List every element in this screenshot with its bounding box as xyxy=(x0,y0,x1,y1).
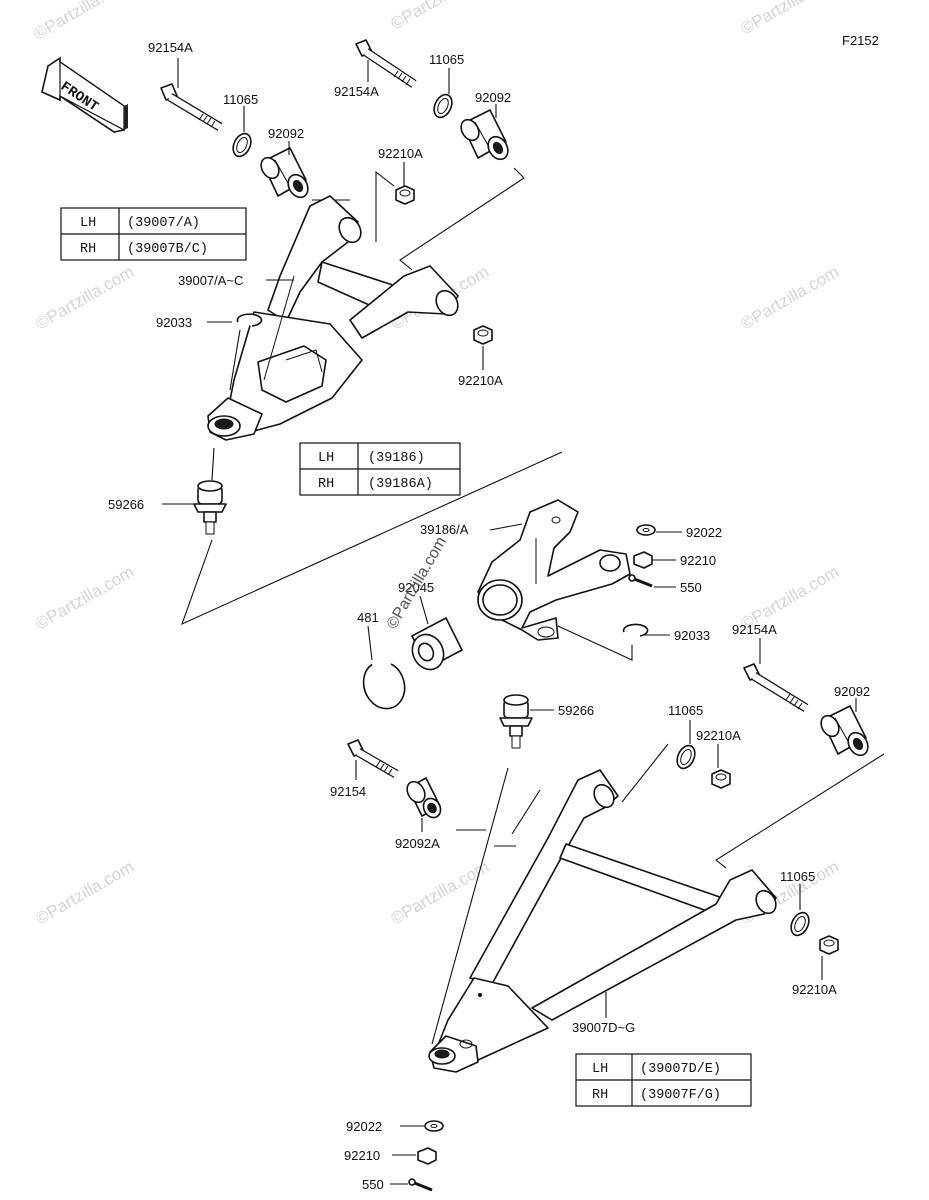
watermark: ©Partzilla.com xyxy=(33,857,138,928)
washer-icon xyxy=(424,1120,444,1132)
table-part: (39007D/E) xyxy=(640,1062,721,1077)
knuckle-table: LH (39186) RH (39186A) xyxy=(299,442,461,496)
callout-39007-upper: 39007/A~C xyxy=(178,273,243,288)
castle-nut-icon xyxy=(417,1147,437,1165)
watermark: ©Partzilla.com xyxy=(33,262,138,333)
cotter-pin-icon xyxy=(408,1178,433,1192)
bushing-icon xyxy=(820,705,869,757)
upper-arm-table: LH (39007/A) RH (39007B/C) xyxy=(60,207,247,261)
table-part: (39007F/G) xyxy=(640,1088,721,1103)
table-part: (39007B/C) xyxy=(127,242,208,257)
callout-92022-bottom: 92022 xyxy=(346,1119,382,1134)
table-part: (39186) xyxy=(368,451,425,466)
washer-icon xyxy=(636,524,656,536)
steering-knuckle xyxy=(477,499,631,641)
watermark: ©Partzilla.com xyxy=(31,0,136,43)
callout-39186-knuckle: 39186/A xyxy=(420,522,469,537)
callout-92154a-upper-right: 92154A xyxy=(334,84,379,99)
callout-92092a-lower-left: 92092A xyxy=(395,836,440,851)
callout-550-knuckle: 550 xyxy=(680,580,702,595)
bushing-icon xyxy=(460,109,509,161)
callout-92210a-upper-mid: 92210A xyxy=(458,373,503,388)
upper-a-arm xyxy=(207,195,459,441)
callout-92033-knuckle: 92033 xyxy=(674,628,710,643)
bolt-icon xyxy=(743,663,809,712)
callout-481-snapring: 481 xyxy=(357,610,379,625)
washer-icon xyxy=(433,93,453,119)
table-part: (39007/A) xyxy=(127,216,200,231)
figure-code: F2152 xyxy=(842,33,879,48)
table-side-rh: RH xyxy=(80,242,96,257)
ball-joint-icon xyxy=(193,480,227,535)
bolt-icon xyxy=(355,39,417,88)
callout-11065-lower-right: 11065 xyxy=(780,869,815,884)
callout-11065-upper-left: 11065 xyxy=(223,92,258,107)
nut-icon xyxy=(711,769,731,789)
nut-icon xyxy=(473,325,493,345)
bolt-icon xyxy=(347,739,399,778)
table-side-lh: LH xyxy=(318,451,334,466)
callout-550-bottom: 550 xyxy=(362,1177,384,1192)
watermark: ©Partzilla.com xyxy=(738,262,843,333)
callout-92210a-lower-top: 92210A xyxy=(696,728,741,743)
callout-92154-lower-left: 92154 xyxy=(330,784,366,799)
callout-92154a-upper-left: 92154A xyxy=(148,40,193,55)
washer-icon xyxy=(790,911,810,937)
callout-92033-upper: 92033 xyxy=(156,315,192,330)
callout-59266-lower: 59266 xyxy=(558,703,594,718)
lower-a-arm xyxy=(428,769,777,1073)
callout-92210a-lower-right: 92210A xyxy=(792,982,837,997)
watermark: ©Partzilla.com xyxy=(738,0,843,38)
washer-icon xyxy=(676,744,696,770)
table-side-lh: LH xyxy=(80,216,96,231)
bushing-icon xyxy=(406,777,442,819)
callout-92210-bottom: 92210 xyxy=(344,1148,380,1163)
bolt-icon xyxy=(160,83,223,131)
callout-92092-upper-right: 92092 xyxy=(475,90,511,105)
callout-11065-lower-top: 11065 xyxy=(668,703,703,718)
front-arrow-icon: FRONT xyxy=(41,56,128,133)
callout-11065-upper-right: 11065 xyxy=(429,52,464,67)
table-side-lh: LH xyxy=(592,1062,608,1077)
cotter-pin-icon xyxy=(628,574,653,588)
nut-icon xyxy=(819,935,839,955)
circlip-icon xyxy=(236,313,263,327)
snap-ring-icon xyxy=(362,663,406,710)
callout-92154a-lower-right: 92154A xyxy=(732,622,777,637)
watermark: ©Partzilla.com xyxy=(388,857,493,928)
lower-arm-table: LH (39007D/E) RH (39007F/G) xyxy=(575,1053,752,1107)
callout-92092-lower-right: 92092 xyxy=(834,684,870,699)
callout-92022-knuckle: 92022 xyxy=(686,525,722,540)
callout-92045-bearing: 92045 xyxy=(398,580,434,595)
watermark: ©Partzilla.com xyxy=(384,534,450,632)
washer-icon xyxy=(232,132,252,158)
bearing-icon xyxy=(411,617,463,671)
watermark: ©Partzilla.com xyxy=(33,562,138,633)
circlip-icon xyxy=(622,623,649,637)
table-part: (39186A) xyxy=(368,477,433,492)
watermark: ©Partzilla.com xyxy=(388,0,493,33)
nut-icon xyxy=(395,185,415,205)
table-side-rh: RH xyxy=(318,477,334,492)
callout-92092-upper-left: 92092 xyxy=(268,126,304,141)
bushing-icon xyxy=(260,147,309,199)
callout-92210-knuckle: 92210 xyxy=(680,553,716,568)
castle-nut-icon xyxy=(633,551,653,569)
ball-joint-icon xyxy=(499,694,533,749)
callout-92210a-upper-top: 92210A xyxy=(378,146,423,161)
table-side-rh: RH xyxy=(592,1088,608,1103)
callout-39007-lower: 39007D~G xyxy=(572,1020,635,1035)
callout-59266-upper: 59266 xyxy=(108,497,144,512)
